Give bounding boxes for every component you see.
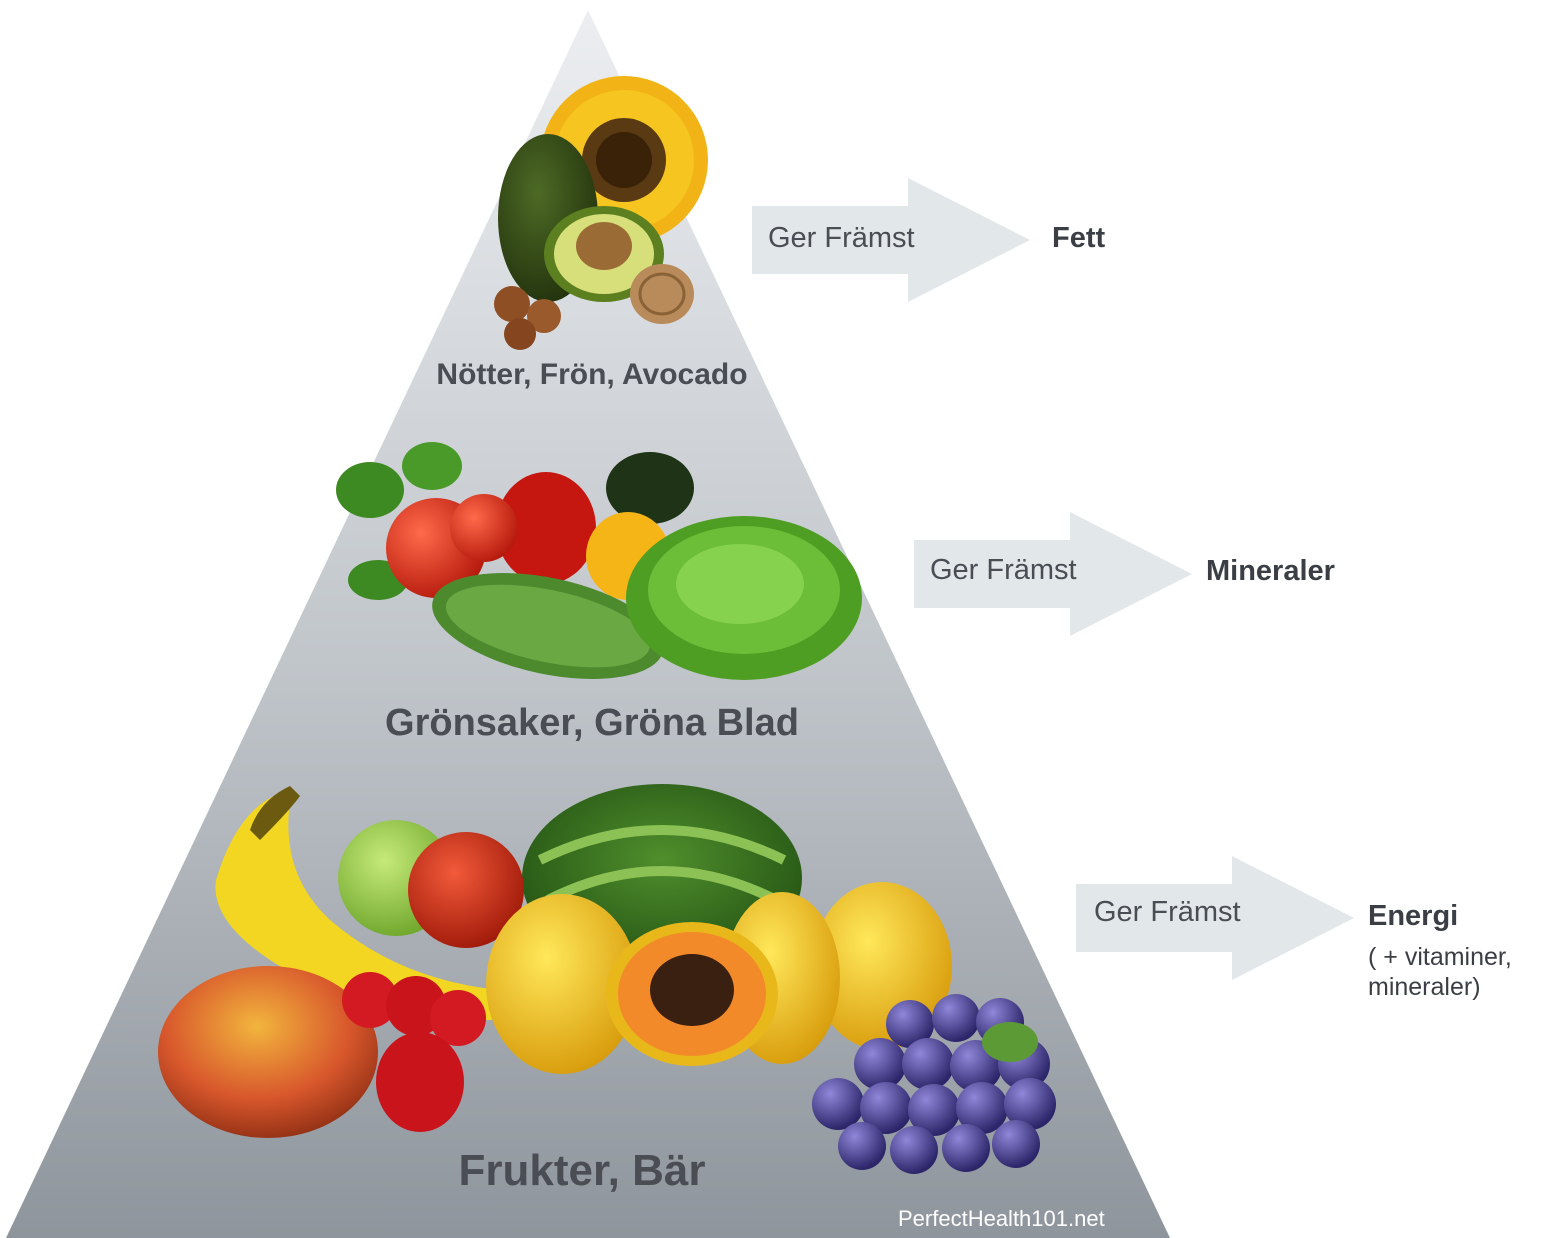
lettuce-icon (626, 516, 862, 680)
banana-icon (215, 786, 501, 1020)
nutrient-fett: Fett (1052, 222, 1106, 254)
tier-1-label: Nötter, Frön, Avocado (436, 358, 748, 391)
cucumber-icon (432, 573, 664, 679)
strawberry-icon (342, 972, 486, 1132)
apple-icon (338, 820, 524, 948)
tier-1-illustration (494, 76, 708, 350)
grapes-icon (812, 994, 1056, 1174)
tier-2-label: Grönsaker, Gröna Blad (385, 702, 799, 744)
walnut-icon (630, 264, 694, 324)
nutrient-mineraler: Mineraler (1206, 555, 1335, 587)
arrow-mineraler: Ger Främst (914, 512, 1192, 636)
tomato-icon (386, 494, 518, 598)
mango-icon (158, 966, 378, 1138)
tier-3-label: Frukter, Bär (458, 1146, 706, 1195)
nutrient-energi: Energi (1368, 900, 1459, 932)
arrow-label: Ger Främst (768, 222, 915, 254)
tier-3-illustration (158, 784, 1056, 1174)
avocado-icon (498, 134, 664, 302)
hazelnut-icon (494, 286, 561, 350)
tier-2-illustration (336, 442, 862, 680)
arrow-label: Ger Främst (1094, 896, 1241, 928)
credit-text: PerfectHealth101.net (898, 1206, 1105, 1231)
arrow-fett: Ger Främst (752, 178, 1030, 302)
nutrient-energi-detail-1: ( + vitaminer, (1368, 943, 1512, 971)
papaya-icon (486, 882, 952, 1074)
nutrient-energi-detail-2: mineraler) (1368, 973, 1481, 1001)
arrow-label: Ger Främst (930, 554, 1077, 586)
arrow-energi: Ger Främst (1076, 856, 1354, 980)
